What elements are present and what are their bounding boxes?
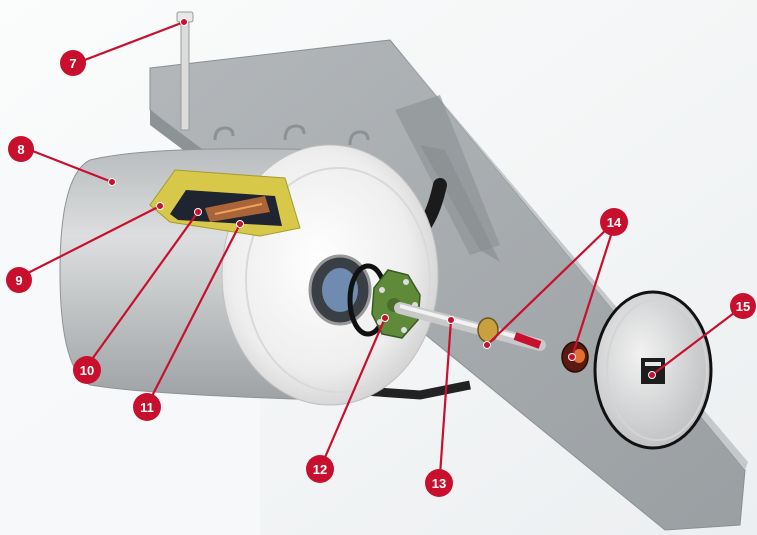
leader-dot-12: [381, 314, 389, 322]
thermostat-rod: [394, 302, 546, 351]
leader-dot-11: [236, 220, 244, 228]
leader-9: [21, 205, 161, 277]
leader-dot-8: [108, 178, 116, 186]
inspection-port: [308, 254, 389, 337]
callout-label-13: 13: [432, 476, 446, 491]
leader-dot-14b: [568, 353, 576, 361]
leader-13: [438, 319, 453, 476]
leader-dot-15: [648, 371, 656, 379]
hanging-hooks: [213, 124, 370, 146]
leader-12: [321, 317, 387, 463]
leader-dot-14a: [483, 341, 491, 349]
leader-7: [81, 20, 185, 63]
callout-13: 13: [425, 469, 453, 497]
callout-7: 7: [60, 50, 86, 76]
leader-lines: [21, 18, 739, 476]
callout-10: 10: [73, 356, 101, 384]
callout-label-8: 8: [17, 142, 24, 157]
callout-label-10: 10: [80, 363, 94, 378]
leader-14b: [570, 231, 614, 358]
callout-label-15: 15: [736, 299, 750, 314]
leader-dot-7: [180, 18, 188, 26]
callout-label-14: 14: [607, 215, 622, 230]
leader-8: [29, 148, 113, 184]
callout-label-11: 11: [140, 400, 154, 415]
leader-dot-9: [156, 202, 164, 210]
leader-10: [89, 211, 199, 363]
callout-label-12: 12: [313, 462, 327, 477]
callout-11: 11: [133, 393, 161, 421]
end-cover: [593, 290, 713, 450]
callout-label-7: 7: [69, 56, 76, 71]
callout-label-9: 9: [15, 273, 22, 288]
cutaway-section: [149, 169, 301, 237]
callout-15: 15: [730, 293, 756, 319]
leader-11: [149, 223, 241, 401]
callout-12: 12: [306, 455, 334, 483]
leader-15: [651, 309, 739, 376]
callout-9: 9: [6, 267, 32, 293]
leader-14a: [486, 225, 611, 346]
leader-dot-10: [194, 208, 202, 216]
callout-8: 8: [8, 136, 34, 162]
leader-dot-13: [447, 316, 455, 324]
callout-14: 14: [600, 208, 628, 236]
